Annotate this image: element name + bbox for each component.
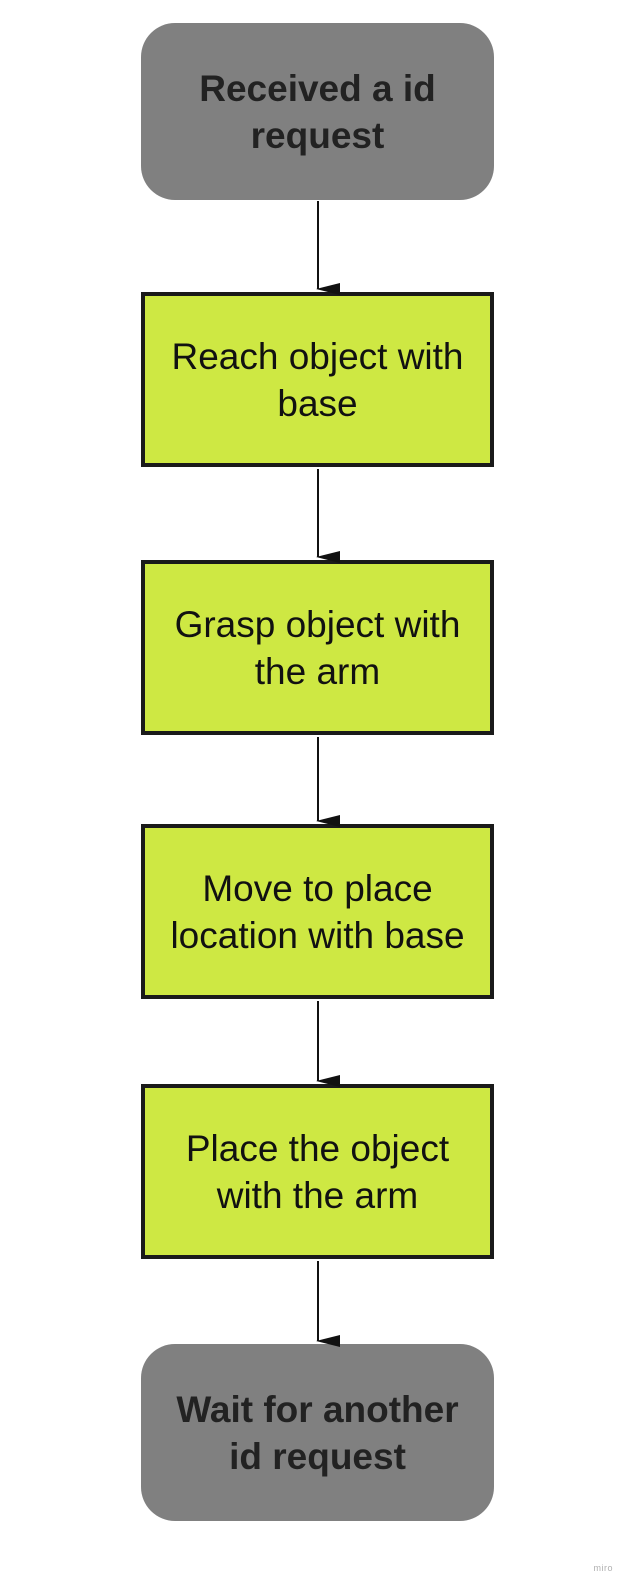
step3-label-line1: Move to place [202, 867, 433, 909]
start-label-line1: Received a id [199, 67, 436, 109]
step3-label-line2: location with base [170, 914, 465, 956]
step-grasp-object: Grasp object with the arm [141, 560, 494, 735]
step-reach-object: Reach object with base [141, 292, 494, 467]
miro-watermark: miro [593, 1563, 613, 1573]
step-move-to-place: Move to place location with base [141, 824, 494, 999]
step2-label-line1: Grasp object with [174, 603, 461, 645]
step4-label-line1: Place the object [185, 1127, 450, 1169]
end-node: Wait for another id request [141, 1344, 494, 1521]
start-node: Received a id request [141, 23, 494, 200]
end-label-line2: id request [229, 1435, 406, 1477]
step1-label-line1: Reach object with [171, 335, 464, 377]
end-label-line1: Wait for another [176, 1388, 459, 1430]
step4-label-line2: with the arm [216, 1174, 419, 1216]
step-place-object: Place the object with the arm [141, 1084, 494, 1259]
step2-label-line2: the arm [254, 650, 381, 692]
start-label-line2: request [250, 114, 385, 156]
step1-label-line2: base [277, 382, 358, 424]
